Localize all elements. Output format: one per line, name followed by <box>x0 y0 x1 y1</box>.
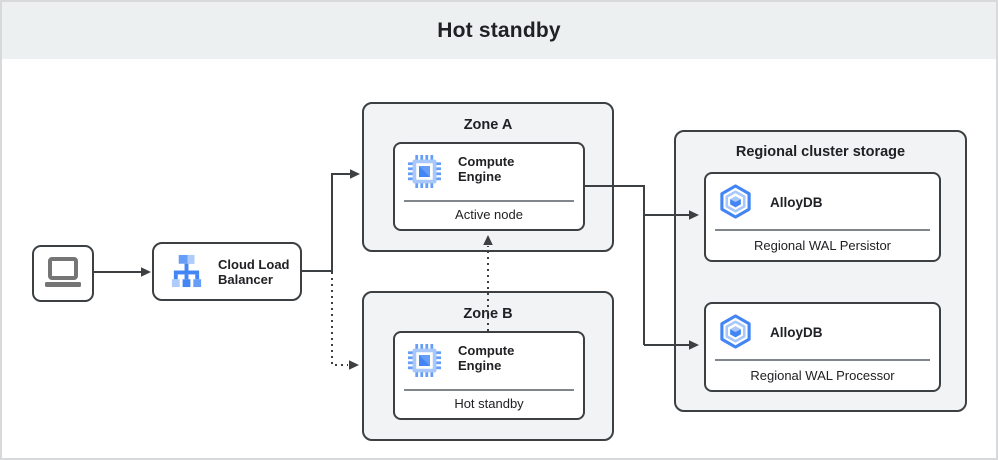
zone-a-title: Zone A <box>463 117 513 133</box>
diagram-header: Hot standby <box>2 2 996 59</box>
zone-b-title: Zone B <box>463 306 513 322</box>
arrowhead <box>141 267 151 277</box>
arrow-lb-to-zone-b <box>331 272 348 366</box>
alloydb-role: Regional WAL Persistor <box>753 238 892 253</box>
divider <box>404 200 574 202</box>
divider <box>404 389 574 391</box>
alloydb-icon <box>720 184 751 219</box>
page-title: Hot standby <box>437 18 561 42</box>
compute-engine-icon <box>408 155 441 188</box>
load-balancer-label: Cloud Load Balancer <box>218 256 290 287</box>
regional-cluster-storage-title: Regional cluster storage <box>735 144 906 160</box>
zone-a-service-role: Active node <box>455 207 523 222</box>
alloydb-icon <box>720 314 751 349</box>
compute-engine-icon <box>408 344 441 377</box>
alloydb-wal-persistor-node: AlloyDB Regional WAL Persistor <box>704 172 941 262</box>
alloydb-wal-processor-node: AlloyDB Regional WAL Processor <box>704 302 941 392</box>
zone-b-service-role: Hot standby <box>454 396 524 411</box>
arrowhead <box>349 360 359 370</box>
zone-a-compute-engine-node: Compute Engine Active node <box>393 142 585 231</box>
divider <box>715 229 930 231</box>
alloydb-name: AlloyDB <box>770 195 823 210</box>
client-node <box>32 245 94 302</box>
zone-b-compute-engine-node: Compute Engine Hot standby <box>393 331 585 420</box>
zone-a: Zone A Compute Engine Active node <box>362 102 614 252</box>
laptop-icon <box>45 256 81 287</box>
alloydb-name: AlloyDB <box>770 325 823 340</box>
regional-cluster-storage: Regional cluster storage AlloyDB Regiona… <box>674 130 967 412</box>
arrowhead <box>350 169 360 179</box>
arrow-lb-to-zone-a <box>302 173 350 272</box>
load-balancer-icon <box>171 254 202 288</box>
load-balancer-node: Cloud Load Balancer <box>152 242 302 301</box>
zone-b-service-name: Compute Engine <box>458 343 515 373</box>
alloydb-role: Regional WAL Processor <box>750 368 895 383</box>
zone-a-service-name: Compute Engine <box>458 154 515 184</box>
divider <box>715 359 930 361</box>
zone-b: Zone B Compute Engine Hot standby <box>362 291 614 441</box>
